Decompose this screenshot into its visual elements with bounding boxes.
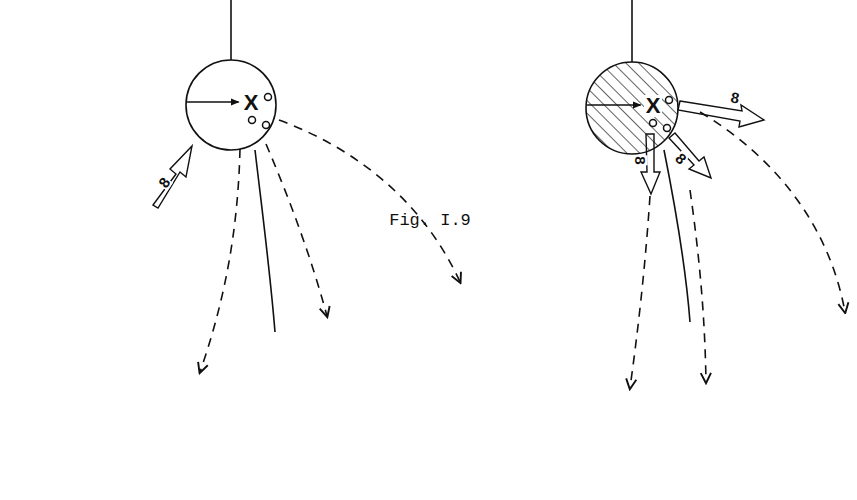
arrow-label: 8: [729, 89, 742, 106]
trajectory: [664, 150, 690, 322]
arrow-label: 8: [155, 173, 173, 190]
trajectory: [279, 120, 460, 282]
trajectory: [630, 196, 650, 388]
mass-marker: X: [644, 95, 663, 117]
figure-caption: Fig. I.9: [389, 212, 471, 230]
hollow-arrow: [669, 133, 711, 178]
suspension-string: [230, 0, 232, 60]
trajectory: [266, 144, 327, 316]
trajectory: [200, 149, 240, 372]
hollow-arrow: [153, 146, 192, 208]
pointer-arrow: [587, 104, 641, 106]
trajectory: [255, 150, 275, 332]
trajectory: [690, 190, 706, 382]
hollow-arrow: [678, 101, 764, 127]
pointer-arrow: [187, 101, 239, 103]
sphere: X: [584, 60, 680, 156]
sphere-outline: [184, 58, 278, 152]
arrow-label: 8: [633, 155, 648, 165]
sphere-outline: [584, 60, 680, 156]
sphere: X: [184, 58, 278, 152]
trajectory: [700, 112, 845, 312]
suspension-string: [631, 0, 633, 62]
mass-marker: X: [242, 92, 261, 114]
arrow-label: 8: [672, 149, 690, 167]
